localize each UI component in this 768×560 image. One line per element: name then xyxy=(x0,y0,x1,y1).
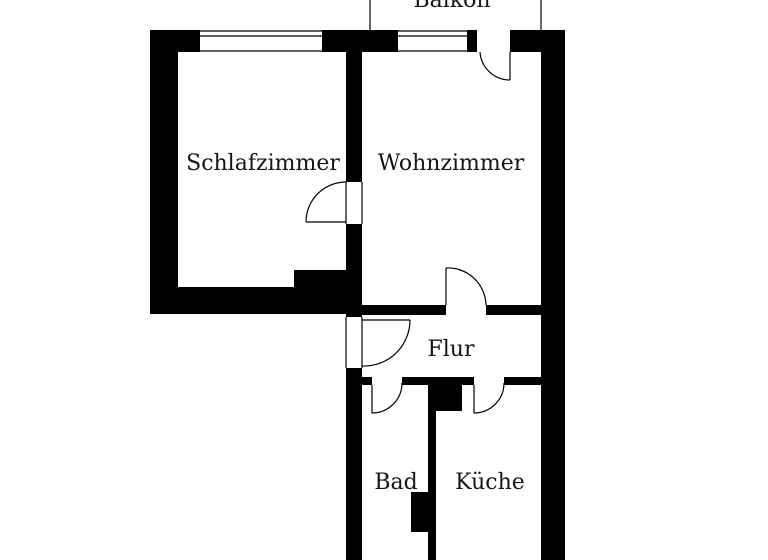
doors xyxy=(305,51,511,414)
room-label-kueche: Küche xyxy=(455,470,525,495)
balcony-door xyxy=(479,51,511,81)
room-label-wohnzimmer: Wohnzimmer xyxy=(378,151,525,176)
living-room-door xyxy=(445,267,487,306)
room-label-bad: Bad xyxy=(374,470,417,495)
bedroom-door xyxy=(305,181,363,224)
room-label-flur: Flur xyxy=(428,337,475,362)
kitchen-door xyxy=(473,382,505,414)
room-label-schlafzimmer: Schlafzimmer xyxy=(186,151,340,176)
bathroom-door xyxy=(371,382,403,414)
balcony-outline xyxy=(369,0,542,30)
exterior-walls xyxy=(150,30,565,560)
windows xyxy=(200,30,467,52)
entry-door xyxy=(345,317,411,368)
room-label-balkon: Balkon xyxy=(413,0,490,13)
interior-walls xyxy=(346,52,541,560)
